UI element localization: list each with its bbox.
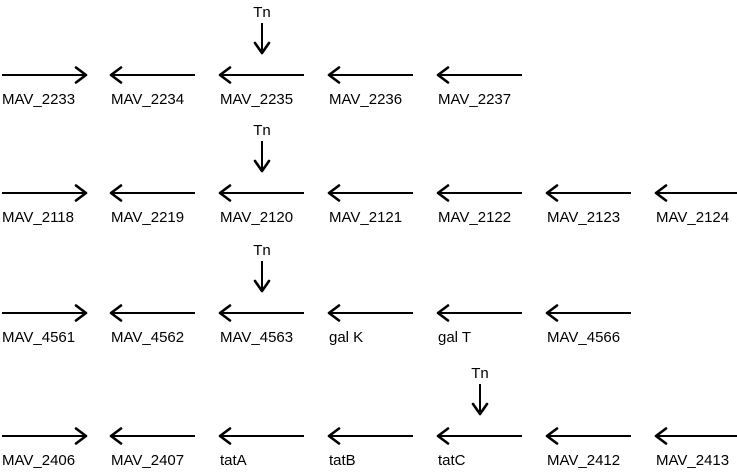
gene-arrow-head-icon xyxy=(109,427,123,445)
gene: MAV_2407 xyxy=(109,427,195,469)
gene-arrow-head-icon xyxy=(436,304,450,322)
gene-label: gal T xyxy=(438,329,471,346)
gene-label: MAV_2412 xyxy=(547,452,620,469)
gene-label: MAV_2121 xyxy=(329,209,402,226)
gene: MAV_2234 xyxy=(109,66,195,108)
gene: MAV_2121 xyxy=(327,184,413,226)
gene-arrow-head-icon xyxy=(218,304,232,322)
gene: MAV_2219 xyxy=(109,184,195,226)
down-arrow-icon xyxy=(253,41,271,55)
gene-arrow-head-icon xyxy=(545,184,559,202)
gene-arrow-head-icon xyxy=(327,427,341,445)
gene-arrow-head-icon xyxy=(218,184,232,202)
gene-arrow-head-icon xyxy=(74,184,88,202)
gene: MAV_4566 xyxy=(545,304,631,346)
gene-arrow-head-icon xyxy=(327,304,341,322)
gene-arrow-head-icon xyxy=(74,66,88,84)
transposon-label: Tn xyxy=(471,365,489,382)
gene-label: MAV_2236 xyxy=(329,91,402,108)
gene-arrow-head-icon xyxy=(654,184,668,202)
gene-label: tatB xyxy=(329,452,356,469)
gene-label: MAV_2234 xyxy=(111,91,184,108)
gene-label: tatC xyxy=(438,452,466,469)
gene-row: MAV_4561 MAV_4562 MAV_4563 gal K gal T MAV_45… xyxy=(2,242,631,346)
gene-arrow-head-icon xyxy=(327,184,341,202)
gene-arrow-head-icon xyxy=(109,184,123,202)
gene-row: MAV_2233 MAV_2234 MAV_2235 MAV_2236 MAV_2237… xyxy=(2,4,522,108)
gene-arrow-head-icon xyxy=(74,304,88,322)
gene: MAV_2236 xyxy=(327,66,413,108)
down-arrow-icon xyxy=(253,279,271,293)
gene: MAV_2233 xyxy=(2,66,88,108)
gene-arrow-head-icon xyxy=(545,304,559,322)
transposon-insertion: Tn xyxy=(253,4,271,55)
gene: MAV_4563 xyxy=(218,304,304,346)
gene: MAV_2122 xyxy=(436,184,522,226)
gene-label: MAV_2406 xyxy=(2,452,75,469)
gene: MAV_2124 xyxy=(654,184,737,226)
gene: MAV_2413 xyxy=(654,427,737,469)
gene-arrow-head-icon xyxy=(218,66,232,84)
gene: gal K xyxy=(327,304,413,346)
gene-label: MAV_2237 xyxy=(438,91,511,108)
gene-label: MAV_2122 xyxy=(438,209,511,226)
transposon-insertion: Tn xyxy=(253,242,271,293)
gene-arrow-head-icon xyxy=(545,427,559,445)
gene-label: MAV_4563 xyxy=(220,329,293,346)
gene: tatC xyxy=(436,427,522,469)
transposon-insertion: Tn xyxy=(471,365,489,416)
gene-label: MAV_4566 xyxy=(547,329,620,346)
gene: MAV_2406 xyxy=(2,427,88,469)
gene-label: MAV_2124 xyxy=(656,209,729,226)
gene-label: MAV_2219 xyxy=(111,209,184,226)
gene-row: MAV_2118 MAV_2219 MAV_2120 MAV_2121 MAV_2122… xyxy=(2,122,737,226)
gene: MAV_4562 xyxy=(109,304,195,346)
gene: MAV_2118 xyxy=(2,184,88,226)
transposon-label: Tn xyxy=(253,242,271,259)
gene-label: MAV_4562 xyxy=(111,329,184,346)
gene-arrow-head-icon xyxy=(218,427,232,445)
gene: MAV_2123 xyxy=(545,184,631,226)
gene-arrow-head-icon xyxy=(74,427,88,445)
gene-label: MAV_2407 xyxy=(111,452,184,469)
transposon-label: Tn xyxy=(253,4,271,21)
transposon-insertion: Tn xyxy=(253,122,271,173)
gene: MAV_2120 xyxy=(218,184,304,226)
gene: MAV_2235 xyxy=(218,66,304,108)
gene-label: MAV_2123 xyxy=(547,209,620,226)
down-arrow-icon xyxy=(471,402,489,416)
gene-label: MAV_2235 xyxy=(220,91,293,108)
transposon-label: Tn xyxy=(253,122,271,139)
gene-label: gal K xyxy=(329,329,363,346)
gene: MAV_2412 xyxy=(545,427,631,469)
gene-label: MAV_2118 xyxy=(2,209,74,226)
gene: MAV_4561 xyxy=(2,304,88,346)
gene: tatB xyxy=(327,427,413,469)
gene-arrow-head-icon xyxy=(327,66,341,84)
down-arrow-icon xyxy=(253,159,271,173)
gene: gal T xyxy=(436,304,522,346)
gene-label: MAV_2120 xyxy=(220,209,293,226)
gene-arrow-head-icon xyxy=(109,66,123,84)
gene-arrow-head-icon xyxy=(436,66,450,84)
gene-label: MAV_2413 xyxy=(656,452,729,469)
gene-row: MAV_2406 MAV_2407 tatA tatB tatC MAV_2412 MAV_… xyxy=(2,365,737,469)
gene-label: MAV_2233 xyxy=(2,91,75,108)
gene-arrow-head-icon xyxy=(436,427,450,445)
gene-arrow-head-icon xyxy=(654,427,668,445)
gene-arrow-head-icon xyxy=(436,184,450,202)
gene-label: MAV_4561 xyxy=(2,329,75,346)
gene-arrow-head-icon xyxy=(109,304,123,322)
gene-label: tatA xyxy=(220,452,247,469)
gene: tatA xyxy=(218,427,304,469)
gene: MAV_2237 xyxy=(436,66,522,108)
